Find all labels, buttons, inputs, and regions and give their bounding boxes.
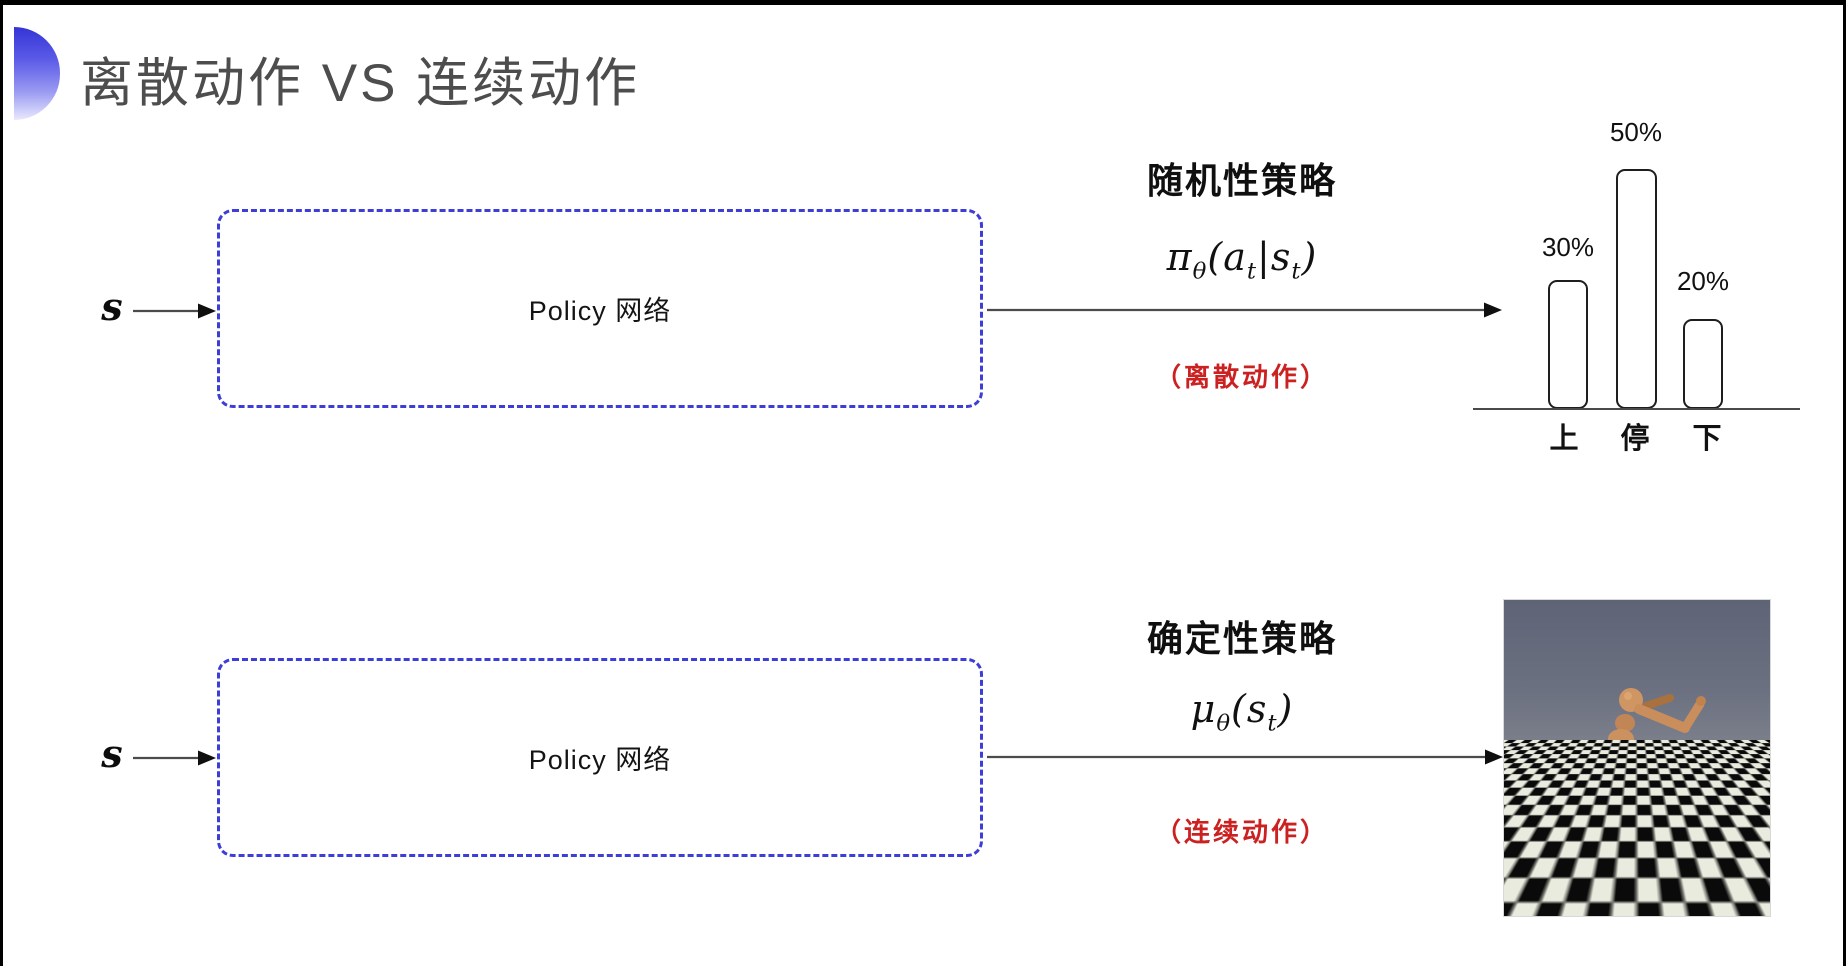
bar-value-label: 50% bbox=[1609, 117, 1663, 147]
policy-network-box-bottom: Policy 网络 bbox=[217, 658, 983, 857]
policy-network-label-bottom: Policy 网络 bbox=[528, 745, 672, 775]
state-input-label-top: s bbox=[101, 284, 123, 329]
frame-border-right bbox=[1843, 0, 1846, 966]
bar-down bbox=[1683, 319, 1723, 409]
discrete-action-caption: （离散动作） bbox=[1154, 362, 1329, 392]
frame-border-top bbox=[0, 0, 1846, 5]
policy-network-box-top: Policy 网络 bbox=[217, 209, 983, 408]
bar-up bbox=[1548, 280, 1588, 409]
bar-value-label: 30% bbox=[1541, 232, 1595, 262]
stochastic-policy-formula: πθ(at|st) bbox=[1166, 235, 1318, 285]
humanoid-simulation-image bbox=[1503, 599, 1771, 917]
page-title: 离散动作 VS 连续动作 bbox=[80, 54, 641, 113]
bar-category-label: 停 bbox=[1620, 423, 1650, 455]
bar-category-label: 下 bbox=[1692, 423, 1722, 455]
policy-network-label-top: Policy 网络 bbox=[528, 296, 672, 326]
sky-background bbox=[1504, 600, 1770, 742]
deterministic-policy-heading: 确定性策略 bbox=[1146, 618, 1337, 659]
continuous-action-caption: （连续动作） bbox=[1154, 817, 1329, 847]
title-accent-half-circle-icon bbox=[14, 27, 60, 120]
bar-stop bbox=[1616, 169, 1657, 409]
bar-value-label: 20% bbox=[1676, 266, 1730, 296]
state-input-label-bottom: s bbox=[101, 731, 123, 776]
deterministic-policy-formula: μθ(st) bbox=[1190, 687, 1294, 737]
stochastic-policy-heading: 随机性策略 bbox=[1146, 160, 1337, 201]
bar-category-label: 上 bbox=[1549, 423, 1579, 455]
frame-border-left bbox=[0, 0, 3, 966]
humanoid-figure bbox=[1531, 688, 1706, 915]
